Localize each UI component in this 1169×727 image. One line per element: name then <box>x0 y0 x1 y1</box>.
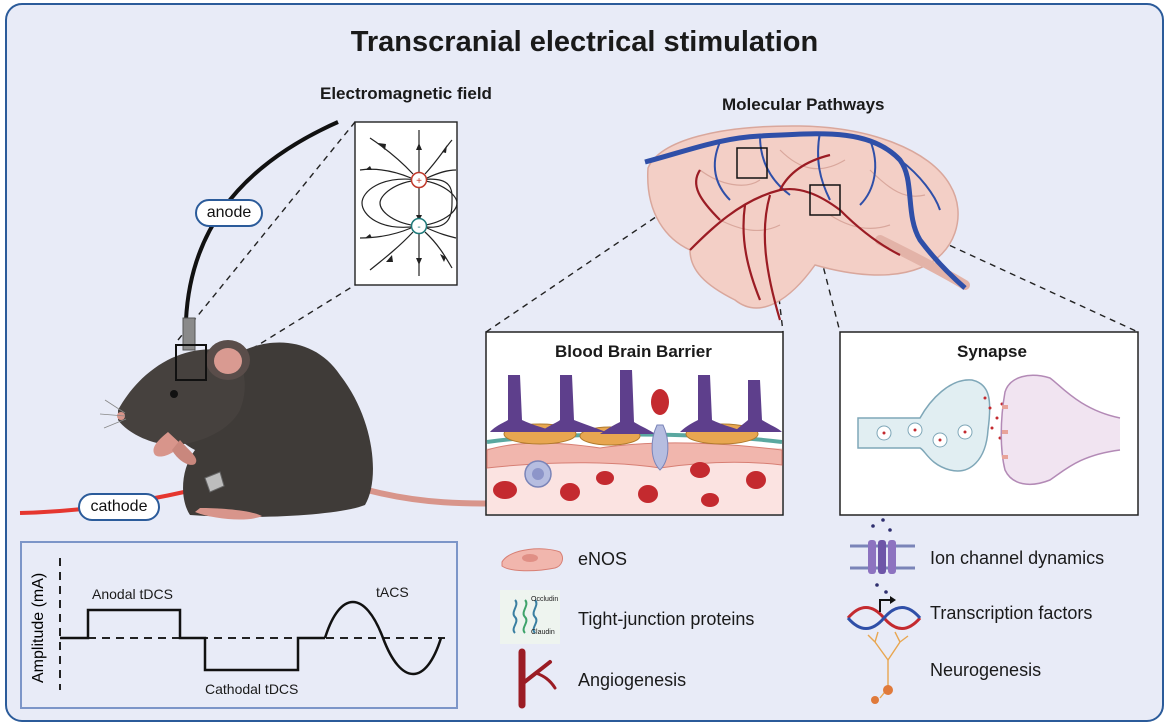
synapse-panel <box>839 331 1139 516</box>
amplitude-axis-label: Amplitude (mA) <box>30 572 47 683</box>
electric-field-diagram <box>354 121 458 286</box>
endothelial-cell-icon <box>501 548 563 572</box>
tight-junction-icon <box>500 590 560 644</box>
figure-title: Transcranial electrical stimulation <box>350 26 819 58</box>
blood-vessel-branch-icon <box>518 648 557 709</box>
synapse-zoom-line-left <box>809 214 841 333</box>
plus-sign: + <box>416 176 422 187</box>
tdcs-waveform <box>60 608 325 672</box>
synapse-heading: Synapse <box>957 342 1027 361</box>
bbb-heading: Blood Brain Barrier <box>555 342 712 361</box>
dna-icon <box>846 596 922 630</box>
electromagnetic-field-heading: Electromagnetic field <box>320 84 492 103</box>
anodal-tdcs-label: Anodal tDCS <box>92 586 173 602</box>
legend-angiogenesis: Angiogenesis <box>578 670 687 690</box>
ion-channel-icon <box>850 518 915 594</box>
legend-tight-junction: Tight-junction proteins <box>578 609 755 629</box>
legend-ion-channel: Ion channel dynamics <box>930 548 1105 568</box>
molecular-pathways-heading: Molecular Pathways <box>722 95 885 114</box>
brain-illustration <box>644 125 970 321</box>
zoom-line-bottom <box>204 284 356 379</box>
claudin-label: Claudin <box>531 629 555 636</box>
legend-transcription: Transcription factors <box>930 603 1093 623</box>
legend-neurogenesis: Neurogenesis <box>930 660 1042 680</box>
mouse-illustration <box>99 317 568 520</box>
cathode-label: cathode <box>78 493 160 521</box>
minus-sign: - <box>417 222 420 233</box>
tacs-waveform <box>323 600 443 676</box>
legend-enos: eNOS <box>578 549 628 569</box>
tacs-label: tACS <box>376 584 409 600</box>
occludin-label: Occludin <box>531 596 559 603</box>
waveform-panel <box>20 541 458 709</box>
cathodal-tdcs-label: Cathodal tDCS <box>205 681 299 697</box>
anode-label: anode <box>195 199 263 227</box>
neuron-icon <box>867 631 909 704</box>
zoom-line-top <box>177 121 356 341</box>
bbb-panel <box>485 331 784 516</box>
